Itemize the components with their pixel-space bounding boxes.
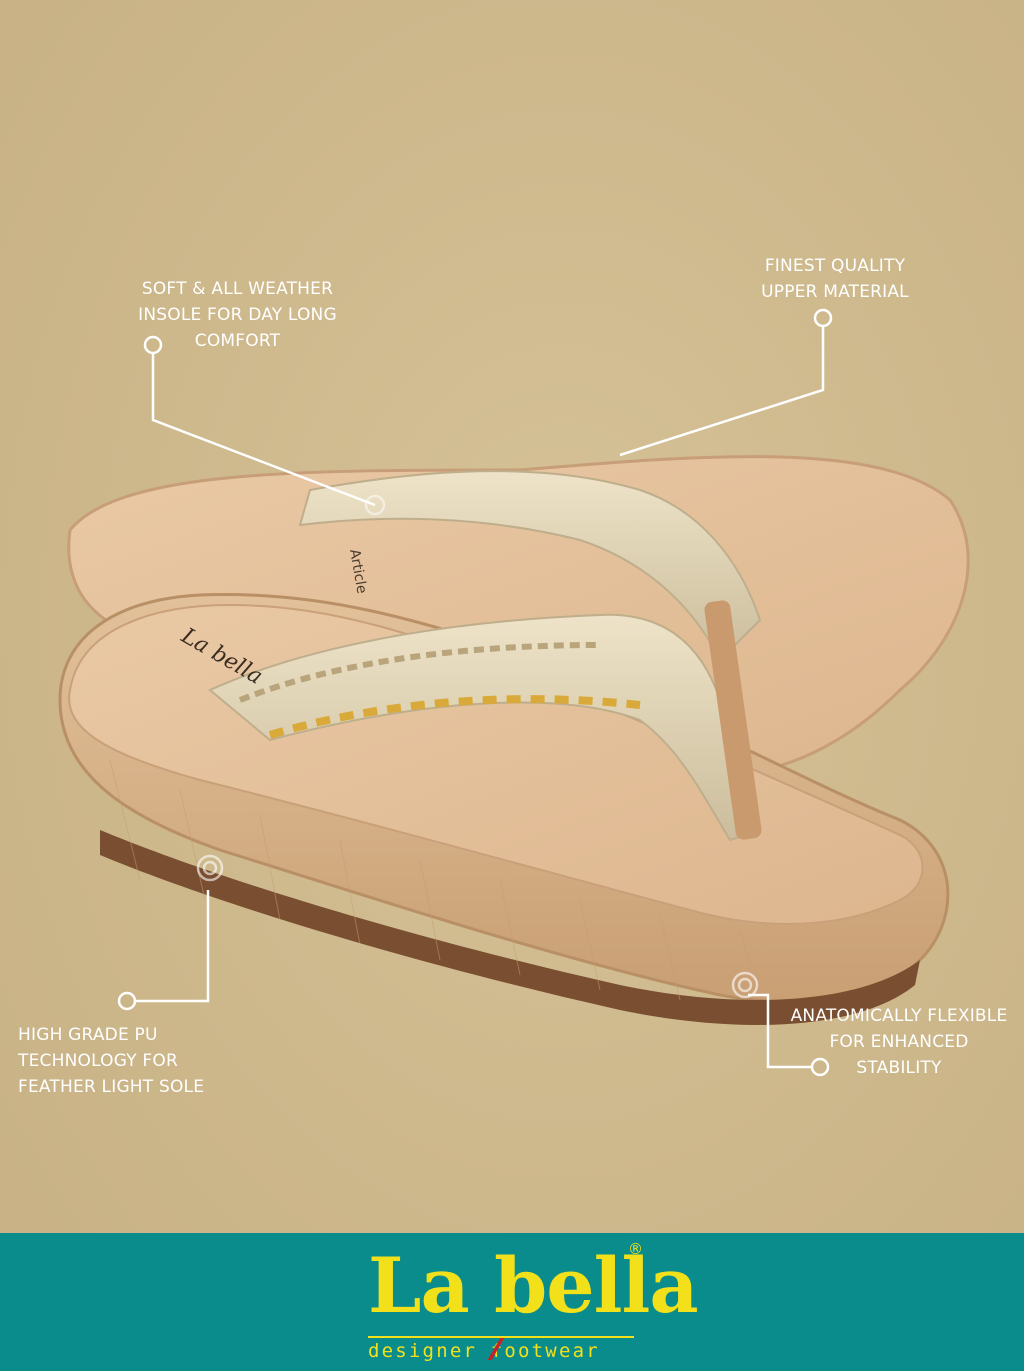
callout-line-right-bottom xyxy=(748,993,812,1069)
callout-line-2: FOR ENHANCED xyxy=(829,1032,969,1052)
back-strap xyxy=(298,470,762,662)
brand-logo: La bella ® designer footwear xyxy=(362,1238,699,1368)
callout-line-2: INSOLE FOR DAY LONG xyxy=(138,305,337,325)
callout-ring-left-bottom xyxy=(196,854,224,882)
callout-upper-material: FINEST QUALITY UPPER MATERIAL xyxy=(735,253,935,305)
callout-line-2: UPPER MATERIAL xyxy=(761,282,909,302)
callout-line-3: STABILITY xyxy=(856,1058,942,1078)
callout-line-1: HIGH GRADE PU xyxy=(18,1025,158,1045)
product-stage: Article La bella xyxy=(18,253,1024,1100)
callout-line-right-top xyxy=(619,326,825,457)
brand-footer xyxy=(0,1233,1024,1371)
callout-ring-right-bottom xyxy=(731,971,759,999)
callout-flexible-stability: ANATOMICALLY FLEXIBLE FOR ENHANCED STABI… xyxy=(774,1003,1024,1081)
callout-line-left-top xyxy=(151,353,376,507)
front-outsole xyxy=(100,830,920,1025)
logo-wordmark: La bella xyxy=(368,1241,699,1330)
logo-tagline: designer footwear xyxy=(368,1336,634,1362)
callout-ring-left-top xyxy=(364,494,386,516)
callout-line-3: COMFORT xyxy=(194,331,281,351)
callout-line-3: FEATHER LIGHT SOLE xyxy=(18,1077,205,1097)
registered-mark: ® xyxy=(628,1240,643,1258)
callout-dot-right-top xyxy=(813,308,833,328)
callout-line-1: SOFT & ALL WEATHER xyxy=(141,279,334,299)
rhinestone-band xyxy=(268,695,641,739)
front-sandal: La bella xyxy=(58,592,950,1025)
callout-line-1: FINEST QUALITY xyxy=(764,256,906,276)
callout-insole-comfort: SOFT & ALL WEATHER INSOLE FOR DAY LONG C… xyxy=(105,276,370,354)
callout-line-2: TECHNOLOGY FOR xyxy=(18,1051,179,1071)
callout-lines xyxy=(117,308,833,1077)
callout-line-left-bottom xyxy=(135,890,210,1003)
sandal-illustration: Article La bella xyxy=(58,308,970,1077)
toe-post xyxy=(704,600,762,840)
callout-line-1: ANATOMICALLY FLEXIBLE xyxy=(790,1006,1008,1026)
callout-pu-technology: HIGH GRADE PU TECHNOLOGY FOR FEATHER LIG… xyxy=(18,1022,278,1100)
insole-article-print: Article xyxy=(346,548,370,595)
callout-dot-left-bottom xyxy=(117,991,137,1011)
